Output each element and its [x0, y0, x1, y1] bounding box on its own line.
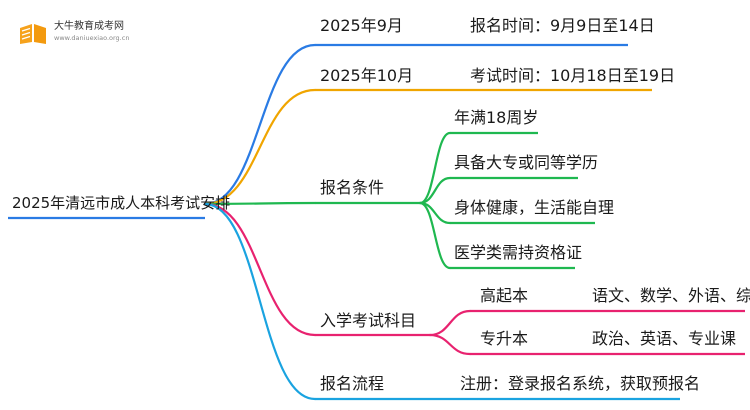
condition-item: 年满18周岁 [454, 108, 539, 127]
book-logo-icon [20, 24, 46, 44]
subject-detail: 政治、英语、专业课 [592, 329, 737, 348]
logo-url: www.daniuexiao.org.cn [54, 34, 130, 42]
root-node: 2025年清远市成人本科考试安排 [12, 194, 231, 212]
connector-subject-gqb [428, 309, 472, 337]
connector-conditions [203, 201, 317, 206]
connector-sep [203, 43, 317, 206]
logo-name: 大牛教育成考网 [54, 21, 124, 32]
connector-subjects [203, 202, 317, 337]
branch-sep-detail: 报名时间：9月9日至14日 [470, 16, 655, 35]
condition-item: 具备大专或同等学历 [454, 153, 599, 172]
condition-item: 身体健康，生活能自理 [454, 198, 615, 217]
subject-type: 高起本 [480, 286, 529, 305]
branch-oct-detail: 考试时间：10月18日至19日 [470, 66, 676, 85]
subject-type: 专升本 [480, 329, 529, 348]
branch-process-detail: 注册：登录报名系统，获取预报名 [460, 374, 701, 393]
branch-conditions-label: 报名条件 [320, 178, 385, 197]
subject-detail: 语文、数学、外语、综合 [592, 286, 750, 305]
branch-oct-label: 2025年10月 [320, 66, 414, 85]
condition-item: 医学类需持资格证 [454, 243, 583, 262]
connector-oct [203, 88, 317, 206]
branch-subjects-label: 入学考试科目 [320, 311, 417, 330]
connector-subject-zsb [428, 333, 472, 356]
connector-condition-item [418, 201, 452, 270]
connector-process [203, 202, 317, 401]
branch-process-label: 报名流程 [320, 374, 385, 393]
connector-condition-item [418, 131, 452, 205]
logo: 大牛教育成考网 www.daniuexiao.org.cn [18, 18, 178, 48]
branch-sep-label: 2025年9月 [320, 16, 403, 35]
